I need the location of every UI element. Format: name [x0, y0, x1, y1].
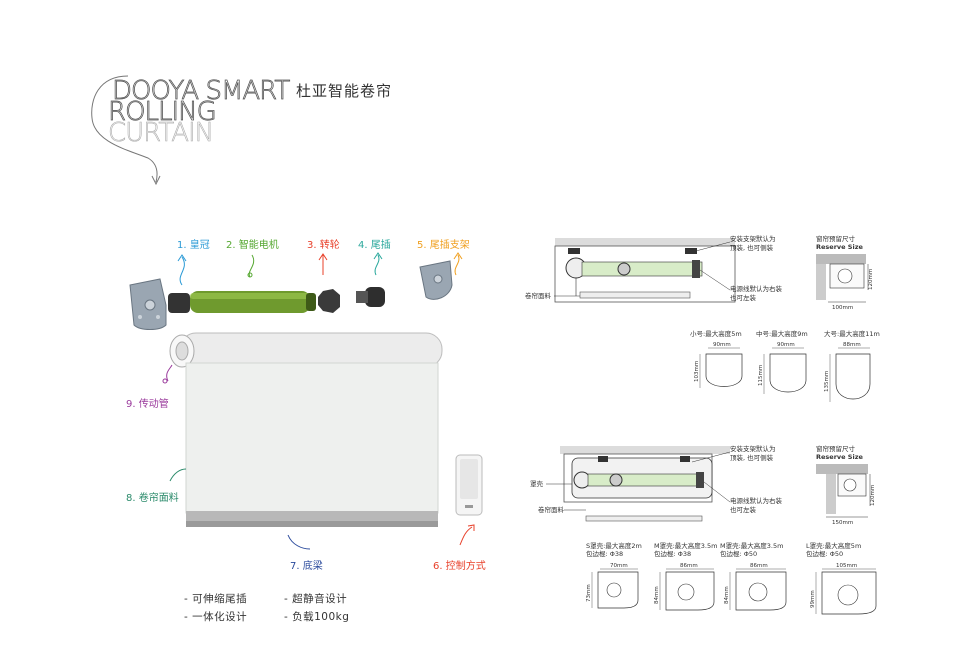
feature-silent: - 超静音设计 [284, 593, 348, 605]
arrow-motor-icon [248, 254, 255, 278]
box-m-38: M罩壳:最大高度3.5m 包边棍: Φ38 86mm 84mm [654, 541, 717, 611]
brand-line-3: CURTAIN [108, 118, 215, 148]
diagram-label: 115mm [758, 365, 764, 386]
diagram-label: 100mm [832, 305, 853, 311]
arrow-end-bracket-icon [454, 254, 460, 276]
diagram-label: 卷帘面料 [538, 505, 565, 514]
label-fabric: 8. 卷帘面料 [126, 493, 179, 504]
arrow-end-plug-icon [374, 254, 380, 276]
feature-telescopic-plug: - 可伸缩尾插 [184, 593, 248, 605]
wheel-icon [318, 289, 340, 313]
end-plug-icon [365, 287, 385, 307]
diagram-label: 包边棍: Φ50 [720, 549, 757, 558]
diagram-label: 顶装, 也可侧装 [730, 243, 774, 252]
diagram-label: 中号:最大高度9m [756, 329, 808, 338]
diagram-label: 包边棍: Φ38 [586, 549, 623, 558]
diagram-label: 包边棍: Φ38 [654, 549, 691, 558]
size-large: 大号:最大高度11m 88mm 135mm [824, 329, 880, 402]
bottom-tech-drawing: 安装支架默认为 顶装, 也可侧装 电源线默认为右装 也可左装 罩壳 卷帘面料 窗… [530, 444, 877, 615]
label-wheel: 3. 转轮 [307, 240, 340, 251]
diagram-label: Reserve Size [816, 243, 863, 251]
diagram-label: 103mm [694, 361, 700, 382]
label-end-plug: 4. 尾插 [358, 240, 391, 251]
brand-swirl-icon [91, 75, 161, 186]
diagram-label: 安装支架默认为 [730, 444, 776, 453]
diagram-label: 86mm [680, 563, 698, 569]
diagram-label: 也可左装 [730, 293, 757, 302]
diagram-label: 120mm [868, 269, 874, 290]
diagram-label: 105mm [836, 563, 857, 569]
brand-chinese-title: 杜亚智能卷帘 [296, 82, 393, 100]
top-tech-drawing: 安装支架默认为 顶装, 也可侧装 电源线默认为右装 也可左装 卷帘面料 窗帘预留… [525, 234, 880, 402]
brand-line-1: DOOYA SMART [112, 76, 291, 106]
box-l: L罩壳:最大高度5m 包边棍: Φ50 105mm 99mm [806, 541, 877, 615]
diagram-label: Reserve Size [816, 453, 863, 461]
diagram-label: 88mm [843, 342, 861, 348]
label-control: 6. 控制方式 [433, 561, 486, 572]
diagram-label: L罩壳:最大高度5m [806, 541, 861, 550]
diagram-label: 小号:最大高度5m [690, 329, 742, 338]
brand-line-2: ROLLING [108, 97, 218, 127]
box-s: S罩壳:最大高度2m 包边棍: Φ38 70mm 73mm [586, 541, 642, 609]
arrow-control-icon [459, 526, 473, 546]
label-crown: 1. 皇冠 [177, 240, 210, 251]
diagram-label: 安装支架默认为 [730, 234, 776, 243]
diagram-label: 也可左装 [730, 505, 757, 514]
diagram-label: 卷帘面料 [525, 291, 552, 300]
arrow-bottom-bar-icon [287, 534, 311, 550]
diagram-label: 90mm [713, 342, 731, 348]
roller-tube-icon [179, 332, 443, 368]
diagram-label: M罩壳:最大高度3.5m [720, 541, 783, 550]
diagram-label: M罩壳:最大高度3.5m [654, 541, 717, 550]
feature-integrated: - 一体化设计 [184, 611, 248, 623]
label-motor: 2. 智能电机 [226, 240, 279, 251]
diagram-label: 窗帘预留尺寸 [816, 234, 856, 243]
arrow-crown-icon [179, 256, 185, 286]
diagram-label: 84mm [654, 586, 660, 604]
diagram-label: 顶装, 也可侧装 [730, 453, 774, 462]
label-tube: 9. 传动管 [126, 399, 169, 410]
diagram-label: 73mm [586, 584, 592, 602]
diagram-label: 电源线默认为右装 [730, 284, 783, 293]
feature-load: - 负载100kg [284, 611, 350, 623]
diagram-label: 罩壳 [530, 479, 544, 488]
arrow-fabric-icon [169, 468, 187, 482]
label-end-bracket: 5. 尾插支架 [417, 240, 470, 251]
diagram-label: 70mm [610, 563, 628, 569]
arrow-tube-icon [166, 364, 173, 382]
label-bottom-bar: 7. 底梁 [290, 561, 323, 572]
diagram-label: 99mm [810, 590, 816, 608]
diagram-label: 窗帘预留尺寸 [816, 444, 856, 453]
diagram-label: 86mm [750, 563, 768, 569]
diagram-label: 包边棍: Φ50 [806, 549, 843, 558]
product-illustration [129, 252, 483, 550]
bottom-bar-icon [186, 521, 438, 527]
diagram-label: 135mm [824, 371, 830, 392]
diagram-label: 84mm [724, 586, 730, 604]
box-m-50: M罩壳:最大高度3.5m 包边棍: Φ50 86mm 84mm [720, 541, 787, 611]
fabric-panel-icon [185, 362, 439, 514]
diagram-label: 90mm [777, 342, 795, 348]
size-small: 小号:最大高度5m 90mm 103mm [690, 329, 743, 388]
diagram-label: 大号:最大高度11m [824, 329, 880, 338]
diagram-label: S罩壳:最大高度2m [586, 541, 642, 550]
diagram-label: 150mm [832, 520, 853, 526]
diagram-label: 120mm [870, 485, 876, 506]
size-medium: 中号:最大高度9m 90mm 115mm [756, 329, 808, 394]
diagram-label: 电源线默认为右装 [730, 496, 783, 505]
